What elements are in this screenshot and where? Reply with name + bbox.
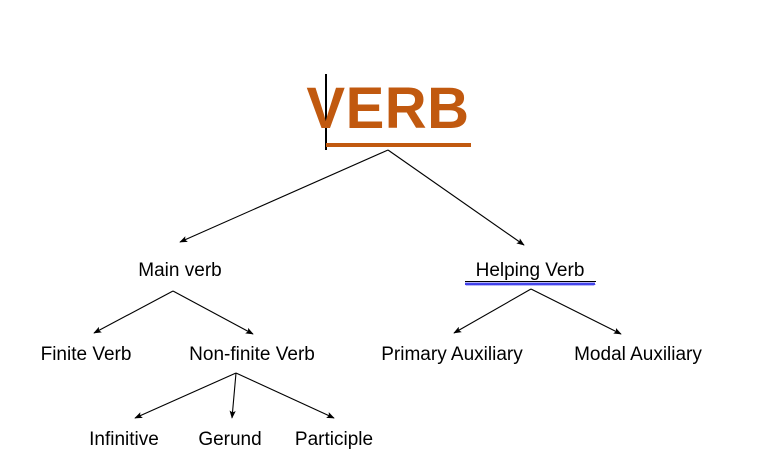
node-main-verb: Main verb	[138, 260, 222, 281]
node-helping-verb: Helping Verb	[475, 260, 585, 281]
node-non-finite-verb: Non-finite Verb	[189, 344, 315, 365]
node-helping-verb-underline	[465, 281, 596, 282]
node-verb-underline	[326, 143, 471, 147]
node-infinitive: Infinitive	[89, 429, 159, 450]
edge-non-finite-verb-to-infinitive	[134, 372, 237, 419]
edge-verb-to-main-verb	[179, 149, 389, 243]
edge-verb-to-helping-verb	[387, 149, 525, 246]
edge-helping-verb-to-modal-auxiliary	[530, 288, 622, 335]
node-gerund: Gerund	[198, 429, 262, 450]
node-verb-root: VERB	[306, 76, 470, 141]
text-cursor-caret	[325, 74, 327, 150]
node-modal-auxiliary: Modal Auxiliary	[574, 344, 702, 365]
spellcheck-squiggle-icon	[465, 282, 596, 286]
edge-non-finite-verb-to-gerund	[229, 372, 237, 419]
node-participle: Participle	[294, 429, 374, 450]
edge-main-verb-to-finite-verb	[93, 290, 174, 334]
edge-main-verb-to-non-finite-verb	[172, 290, 254, 335]
edge-helping-verb-to-primary-auxiliary	[453, 288, 532, 334]
node-primary-auxiliary: Primary Auxiliary	[381, 344, 523, 365]
edge-non-finite-verb-to-participle	[235, 372, 335, 419]
node-finite-verb: Finite Verb	[40, 344, 132, 365]
